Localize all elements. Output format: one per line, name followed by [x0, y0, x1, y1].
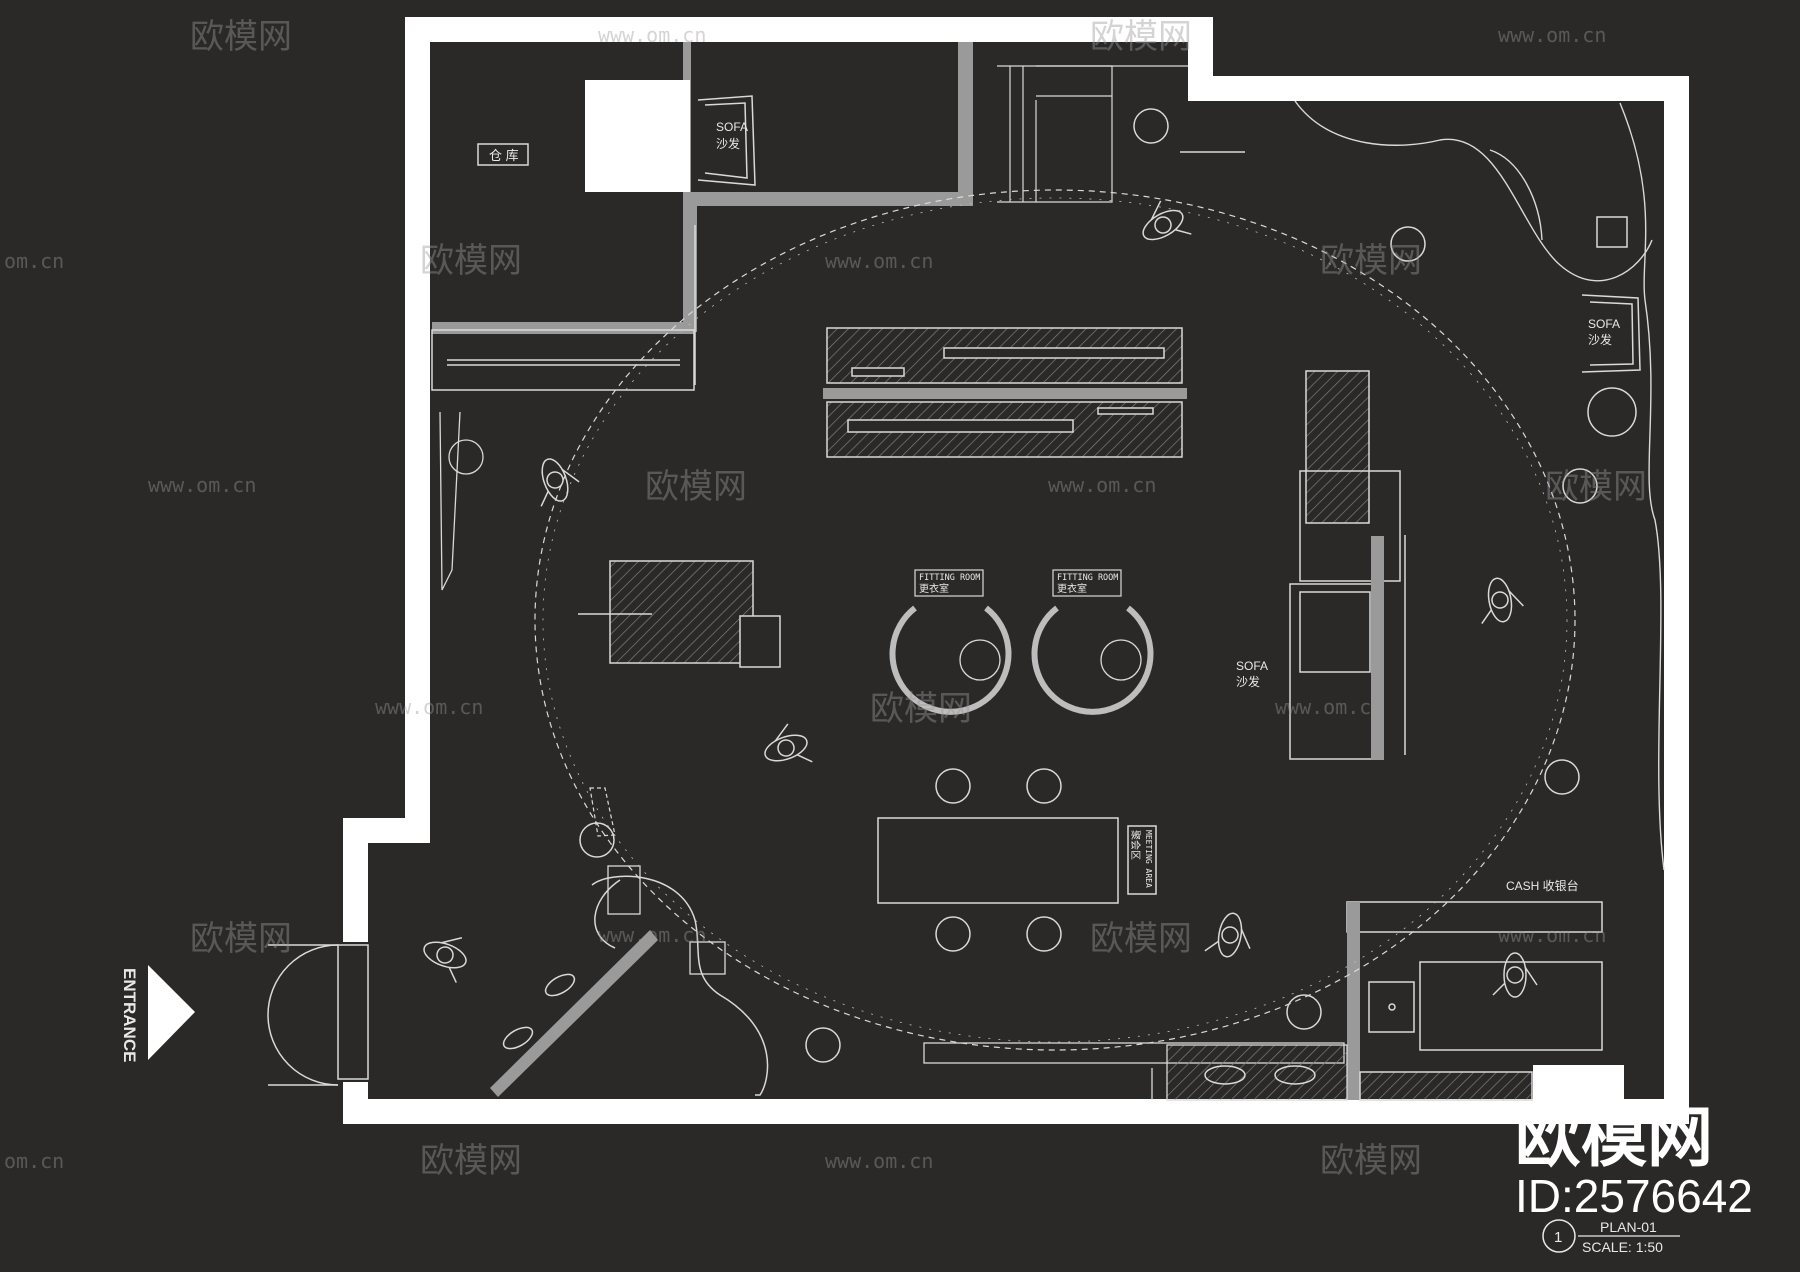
watermark-brand: 欧模网 [420, 1141, 522, 1181]
title-block: 1 PLAN-01 SCALE: 1:50 [1542, 1219, 1680, 1255]
plan-number: 1 [1554, 1229, 1562, 1246]
tall-cabinet-right: SOFA 沙发 [1236, 370, 1406, 760]
person-icon [1481, 577, 1524, 624]
watermark-url: www.om.cn [1275, 695, 1383, 719]
watermark-url: www.om.cn [598, 923, 706, 947]
sofa-right-label-cn: 沙发 [1588, 332, 1612, 347]
person-icon [1492, 952, 1538, 998]
watermark-main-brand: 欧模网 [1515, 1099, 1713, 1176]
watermark-brand: 欧模网 [190, 919, 292, 959]
fitting-room-1-label-cn: 更衣室 [919, 582, 949, 595]
sofa-top-label-en: SOFA [716, 120, 748, 134]
entrance-door [267, 944, 369, 1086]
display-table-left [578, 560, 781, 668]
exterior-wall [343, 17, 1689, 1124]
watermark-brand: 欧模网 [190, 17, 292, 57]
fitting-room-1-label-en: FITTING ROOM [919, 573, 980, 583]
display-shelves [823, 327, 1187, 458]
sofa-top-label-cn: 沙发 [716, 136, 740, 151]
watermark-brand: 欧模网 [645, 467, 747, 507]
storage-column [585, 80, 690, 192]
sofa-right-label-en: SOFA [1588, 317, 1620, 331]
watermark-brand: 欧模网 [1320, 1141, 1422, 1181]
sofa-center-label-en: SOFA [1236, 659, 1268, 673]
plan-name: PLAN-01 [1600, 1219, 1657, 1235]
entrance-label: ENTRANCE [120, 968, 139, 1062]
stair-block [997, 65, 1188, 203]
person-icon [423, 937, 467, 983]
shoe-icon [544, 973, 576, 997]
watermark-brand: 欧模网 [1090, 17, 1192, 57]
shoe-icon [1204, 1065, 1246, 1085]
watermark-url: www.om.cn [825, 1149, 933, 1173]
meeting-label-cn: 聚会区 [1129, 830, 1142, 860]
sofa-top: SOFA 沙发 [697, 95, 756, 186]
plan-scale: SCALE: 1:50 [1582, 1239, 1663, 1255]
left-wall-panel [439, 411, 484, 591]
watermark-brand: 欧模网 [1090, 919, 1192, 959]
watermark-brand: 欧模网 [1320, 241, 1422, 281]
cash-label: CASH 收银台 [1506, 878, 1579, 893]
watermark-url: www.om.cn [825, 249, 933, 273]
fitting-room-2: FITTING ROOM 更衣室 [1031, 569, 1154, 715]
watermark-brand: 欧模网 [870, 689, 972, 729]
watermark-url: www.om.cn [1498, 923, 1606, 947]
sofa-right: SOFA 沙发 [1581, 216, 1641, 437]
watermark-url: www.om.cn [1048, 473, 1156, 497]
sofa-center-label-cn: 沙发 [1236, 674, 1260, 689]
person-icon [764, 723, 813, 763]
column-bottom-right [1533, 1065, 1624, 1100]
storage-label: 仓 库 [489, 148, 519, 163]
cash-counter: CASH 收银台 [1346, 878, 1603, 1101]
shoe-icon [1274, 1065, 1316, 1085]
watermark-url: www.om.cn [1498, 23, 1606, 47]
watermark-url: www.om.cn [148, 473, 256, 497]
fitting-room-1: FITTING ROOM 更衣室 [889, 569, 1012, 715]
person-icon [1204, 912, 1251, 958]
bottom-shelf [923, 1042, 1348, 1101]
curved-wall-right [1180, 100, 1665, 871]
fitting-room-2-label-en: FITTING ROOM [1057, 573, 1118, 583]
circulation-path [534, 189, 1576, 1051]
entrance-arrow-icon [148, 965, 195, 1060]
shoe-icon [502, 1026, 534, 1050]
watermark-id: ID:2576642 [1515, 1170, 1753, 1222]
meeting-label-en: MEETING AREA [1144, 830, 1153, 888]
watermark-url: om.cn [4, 249, 64, 273]
person-icon [540, 458, 580, 507]
circulation-path-inner [542, 197, 1568, 1043]
storage-label-box: 仓 库 [477, 143, 529, 166]
watermarks: 欧模网 欧模网 欧模网 欧模网 欧模网 欧模网 欧模网 欧模网 欧模网 欧模网 … [4, 17, 1647, 1181]
watermark-url: www.om.cn [598, 23, 706, 47]
diagonal-counter [490, 787, 769, 1097]
watermark-url: om.cn [4, 1149, 64, 1173]
watermark-url: www.om.cn [375, 695, 483, 719]
watermark-main: 欧模网 ID:2576642 [1515, 1099, 1753, 1222]
person-figures [423, 200, 1538, 1085]
watermark-brand: 欧模网 [420, 241, 522, 281]
person-icon [1142, 200, 1192, 241]
watermark-brand: 欧模网 [1545, 467, 1647, 507]
round-stools [579, 108, 1598, 1063]
meeting-area: MEETING AREA 聚会区 [877, 768, 1157, 952]
fitting-room-2-label-cn: 更衣室 [1057, 582, 1087, 595]
